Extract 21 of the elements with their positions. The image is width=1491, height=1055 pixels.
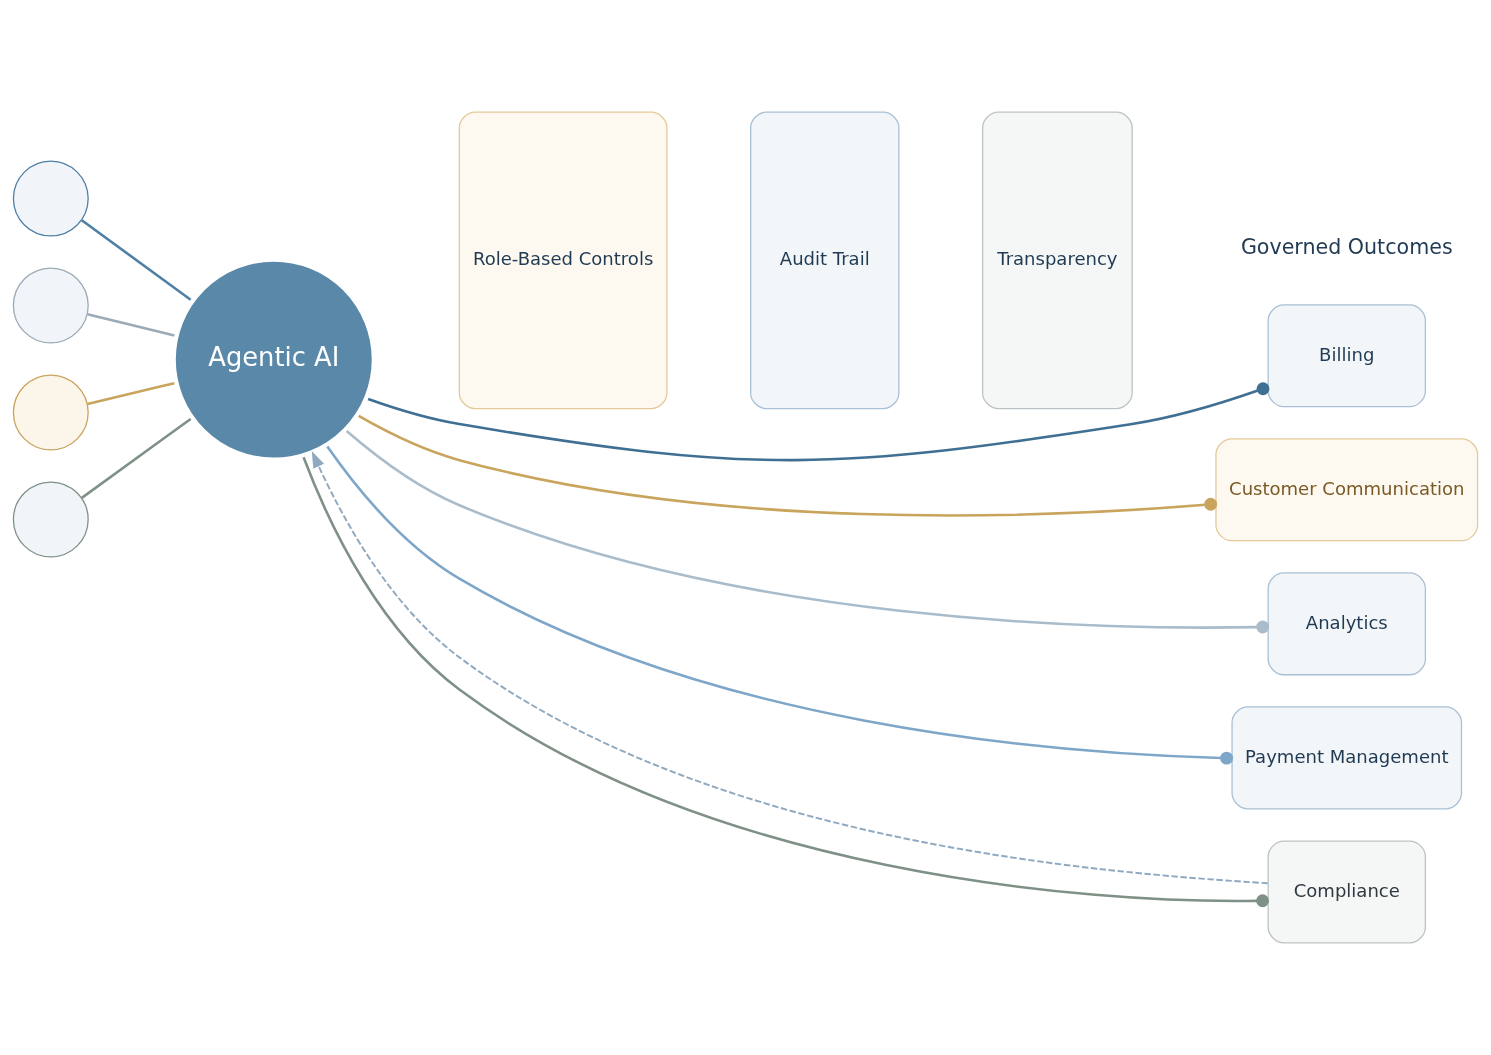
connector <box>81 219 192 301</box>
connector <box>367 382 1270 462</box>
node-box: Audit Trail <box>750 111 900 410</box>
node-box: Role-Based Controls <box>458 111 668 410</box>
node-circle <box>12 267 89 344</box>
node-circle <box>12 374 89 451</box>
connector <box>87 381 175 406</box>
connector <box>87 312 175 337</box>
node-box: Customer Communication <box>1215 438 1479 542</box>
node-circle <box>12 481 89 558</box>
connector <box>326 445 1234 765</box>
node-box: Compliance <box>1267 840 1427 944</box>
node-box: Transparency <box>982 111 1133 410</box>
node-box: Billing <box>1267 304 1427 408</box>
connector <box>81 417 192 499</box>
node-box: Payment Management <box>1231 706 1463 810</box>
label: Governed Outcomes <box>1240 234 1453 259</box>
connector <box>358 414 1218 517</box>
node-box: Analytics <box>1267 572 1427 676</box>
node-circle <box>12 160 89 237</box>
connector <box>345 430 1270 634</box>
